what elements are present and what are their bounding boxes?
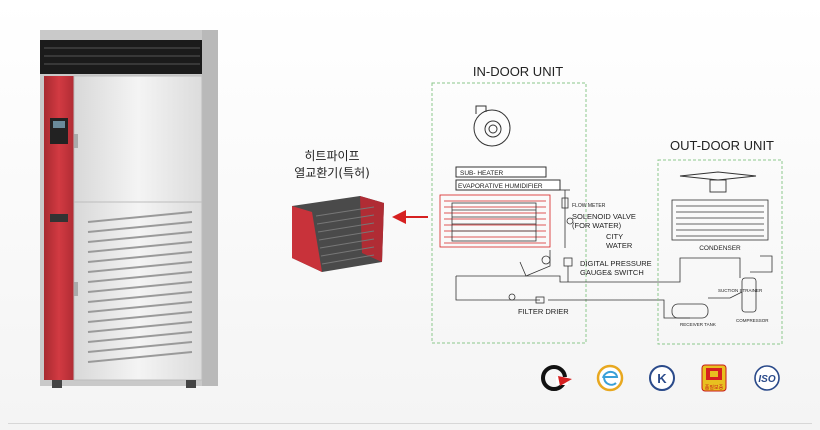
filter-drier-label: FILTER DRIER <box>518 307 569 316</box>
status-display <box>50 214 68 222</box>
sub-heater-label: SUB- HEATER <box>460 170 504 177</box>
heatpipe-exchanger-image <box>292 196 384 272</box>
iso-text: ISO <box>758 374 775 385</box>
red-arrow <box>392 210 428 224</box>
sub-heater-box <box>455 166 547 178</box>
indoor-unit-title: IN-DOOR UNIT <box>473 64 563 79</box>
flow-meter-label: FLOW METER <box>572 203 606 209</box>
pressure-gauge-icon <box>563 257 573 282</box>
evaporator-coil <box>439 194 551 248</box>
indoor-unit-box <box>431 82 587 344</box>
pressure-label-2: GAUGE& SWITCH <box>580 268 644 277</box>
condenser-coil <box>671 199 769 241</box>
pressure-label-1: DIGITAL PRESSURE <box>580 259 652 268</box>
ac-cabinet-image <box>40 30 218 388</box>
suction-strainer-label: SUCTION STRAINER <box>718 288 763 293</box>
heatpipe-label-line2: 열교환기(특허) <box>294 166 370 180</box>
k-cert-icon: K <box>649 365 675 391</box>
outdoor-unit-box <box>657 159 783 345</box>
outdoor-unit-title: OUT-DOOR UNIT <box>670 138 774 153</box>
condenser-label: CONDENSER <box>699 245 741 252</box>
city-water-label-1: CITY <box>606 232 623 241</box>
evap-humidifier-label: EVAPORATIVE HUMIDIFIER <box>458 183 543 190</box>
iso-cert-icon: ISO <box>754 365 780 391</box>
solenoid-label-1: SOLENOID VALVE <box>572 212 636 221</box>
compressor-label: COMPRESSOR <box>736 318 769 323</box>
heatpipe-label-line1: 히트파이프 <box>304 149 359 163</box>
solenoid-label-2: (FOR WATER) <box>572 221 622 230</box>
q-cert-text: 품질보증 <box>705 384 724 391</box>
compressor-circuit <box>664 255 773 319</box>
q-cert-icon: 품질보증 <box>701 364 727 392</box>
g-cert-icon <box>541 365 572 391</box>
blower-fan-icon <box>473 105 511 147</box>
water-line <box>560 189 574 248</box>
city-water-label-2: WATER <box>606 241 633 250</box>
condenser-fan-icon <box>679 171 757 193</box>
svg-text:K: K <box>657 371 667 386</box>
evap-humidifier-box <box>455 179 561 191</box>
e-cert-icon <box>596 364 624 392</box>
receiver-tank-label: RECEIVER TANK <box>680 322 716 327</box>
bottom-divider <box>8 423 812 424</box>
refrigerant-piping <box>455 250 690 319</box>
